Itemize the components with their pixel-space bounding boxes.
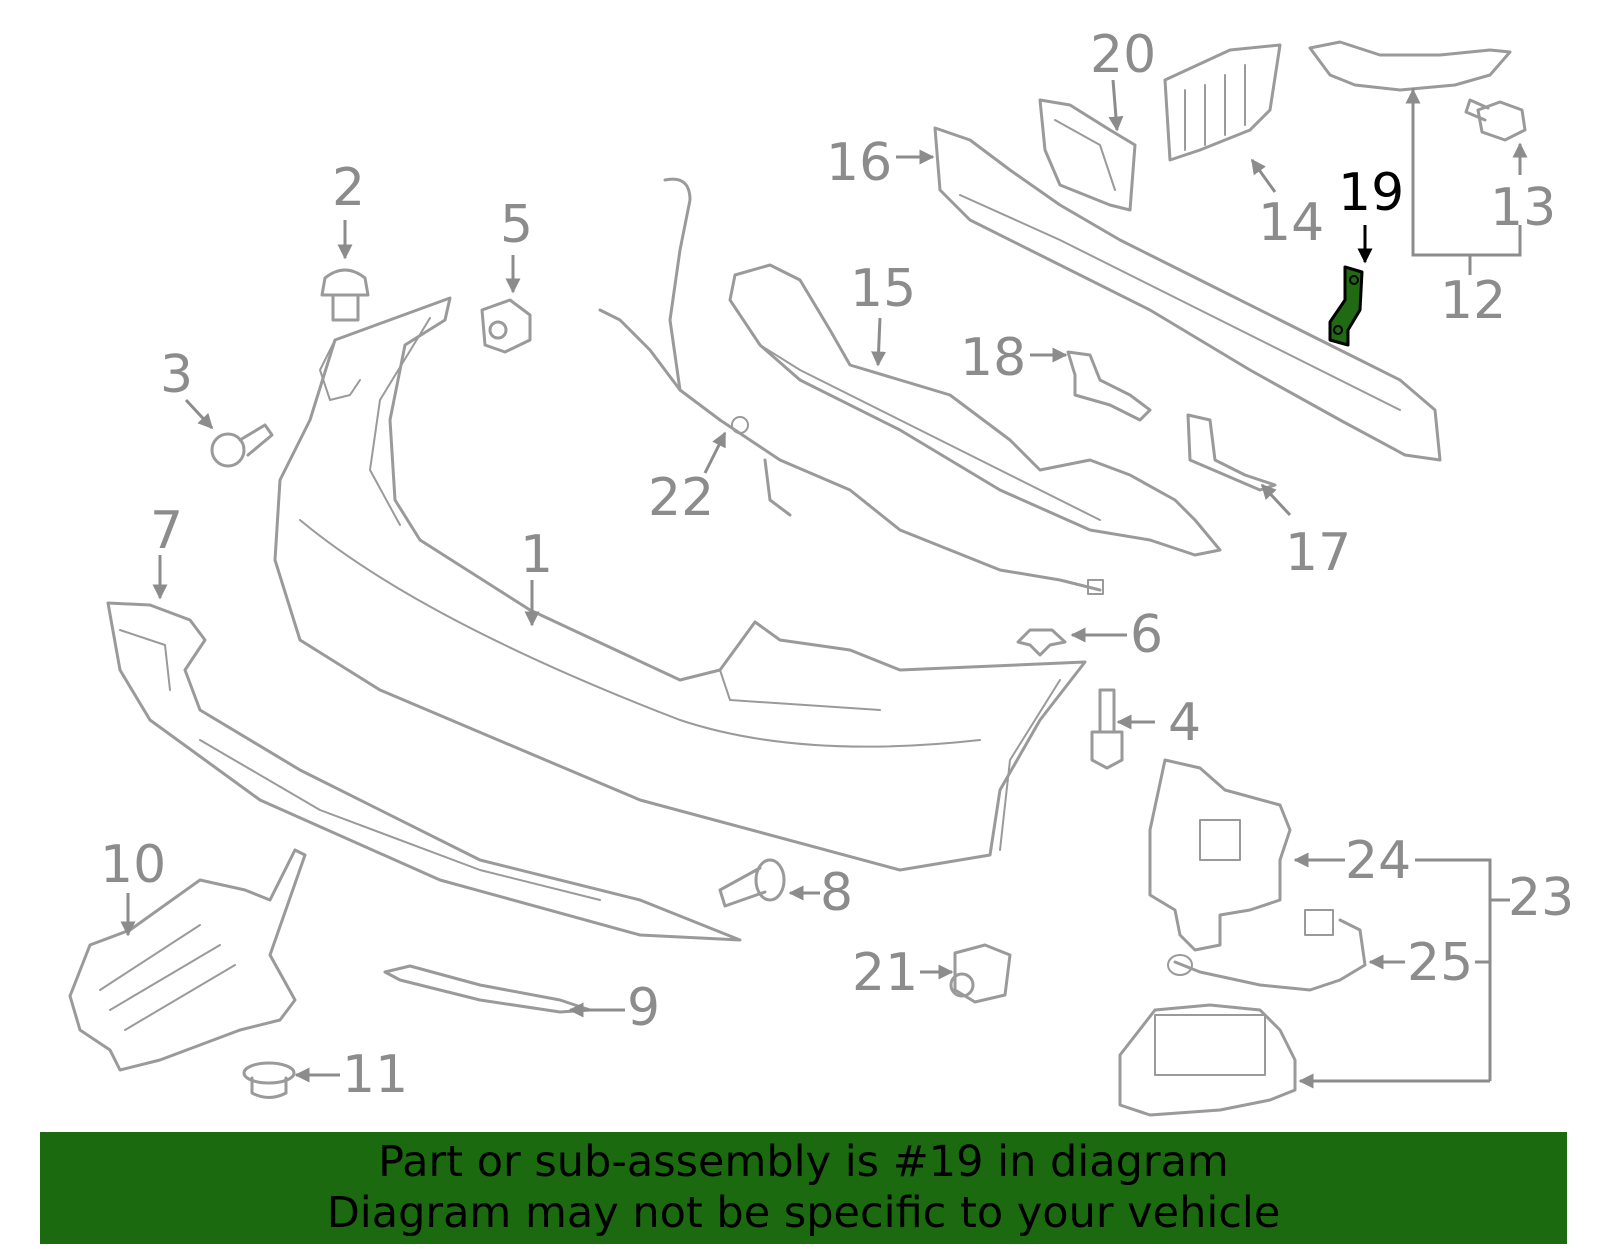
callout-4: 4 bbox=[1168, 693, 1201, 753]
callout-17: 17 bbox=[1285, 523, 1351, 583]
part-8-screw bbox=[718, 858, 786, 908]
callout-14: 14 bbox=[1258, 193, 1324, 253]
info-banner: Part or sub-assembly is #19 in diagram D… bbox=[40, 1132, 1567, 1244]
part-12-side-bracket bbox=[1308, 40, 1512, 92]
part-10-under-cover bbox=[68, 848, 307, 1072]
callout-7: 7 bbox=[150, 501, 183, 561]
callout-20: 20 bbox=[1090, 25, 1156, 85]
part-6-clip bbox=[1016, 628, 1067, 657]
callout-16: 16 bbox=[826, 133, 892, 193]
part-22-wiring-harness bbox=[598, 177, 1104, 595]
callout-9: 9 bbox=[627, 978, 660, 1038]
callout-22: 22 bbox=[648, 468, 714, 528]
callout-21: 21 bbox=[852, 943, 918, 1003]
part-2-push-pin bbox=[320, 268, 370, 322]
callout-24: 24 bbox=[1345, 831, 1411, 891]
banner-line-part: Part or sub-assembly is #19 in diagram bbox=[378, 1137, 1229, 1187]
part-21-sensor bbox=[949, 943, 1012, 1004]
part-16-reinforcement bbox=[933, 126, 1442, 462]
callout-5: 5 bbox=[500, 195, 533, 255]
part-25-radar-harness bbox=[1167, 909, 1367, 992]
part-15-absorber bbox=[728, 263, 1222, 557]
part-17-retainer bbox=[1186, 413, 1277, 492]
parts-diagram: 1 2 3 4 5 6 7 8 9 10 11 12 13 14 15 16 1… bbox=[68, 25, 1574, 1117]
part-18-retainer bbox=[1066, 350, 1152, 422]
part-19-bracket-highlighted bbox=[1328, 265, 1364, 347]
callout-18: 18 bbox=[960, 328, 1026, 388]
part-11-grommet bbox=[242, 1061, 296, 1099]
part-7-lower-valance bbox=[106, 601, 742, 942]
callout-3: 3 bbox=[160, 345, 193, 405]
part-9-garnish-strip bbox=[383, 964, 592, 1014]
callout-15: 15 bbox=[850, 259, 916, 319]
part-23-radar-module bbox=[1118, 1003, 1297, 1117]
part-1-bumper-cover bbox=[273, 296, 1087, 872]
part-4-bolt bbox=[1090, 688, 1124, 770]
part-24-radar-bracket bbox=[1148, 758, 1292, 952]
callout-10: 10 bbox=[100, 835, 166, 895]
part-3-clip bbox=[210, 423, 274, 468]
callout-11: 11 bbox=[342, 1045, 408, 1105]
callout-1: 1 bbox=[520, 525, 553, 585]
callout-23: 23 bbox=[1508, 868, 1574, 928]
callout-13: 13 bbox=[1490, 178, 1556, 238]
part-14-deflector bbox=[1163, 43, 1282, 162]
callout-labels: 1 2 3 4 5 6 7 8 9 10 11 12 13 14 15 16 1… bbox=[100, 25, 1574, 1105]
callout-25: 25 bbox=[1407, 933, 1473, 993]
part-20-bracket bbox=[1038, 98, 1137, 212]
callout-12: 12 bbox=[1440, 271, 1506, 331]
part-5-nut bbox=[480, 298, 532, 354]
callout-8: 8 bbox=[820, 863, 853, 923]
part-13-bolt bbox=[1464, 98, 1527, 142]
callout-19: 19 bbox=[1338, 163, 1404, 223]
banner-line-disclaimer: Diagram may not be specific to your vehi… bbox=[326, 1188, 1281, 1238]
callout-6: 6 bbox=[1130, 605, 1163, 665]
leader-lines bbox=[120, 79, 1528, 1089]
callout-2: 2 bbox=[332, 158, 365, 218]
